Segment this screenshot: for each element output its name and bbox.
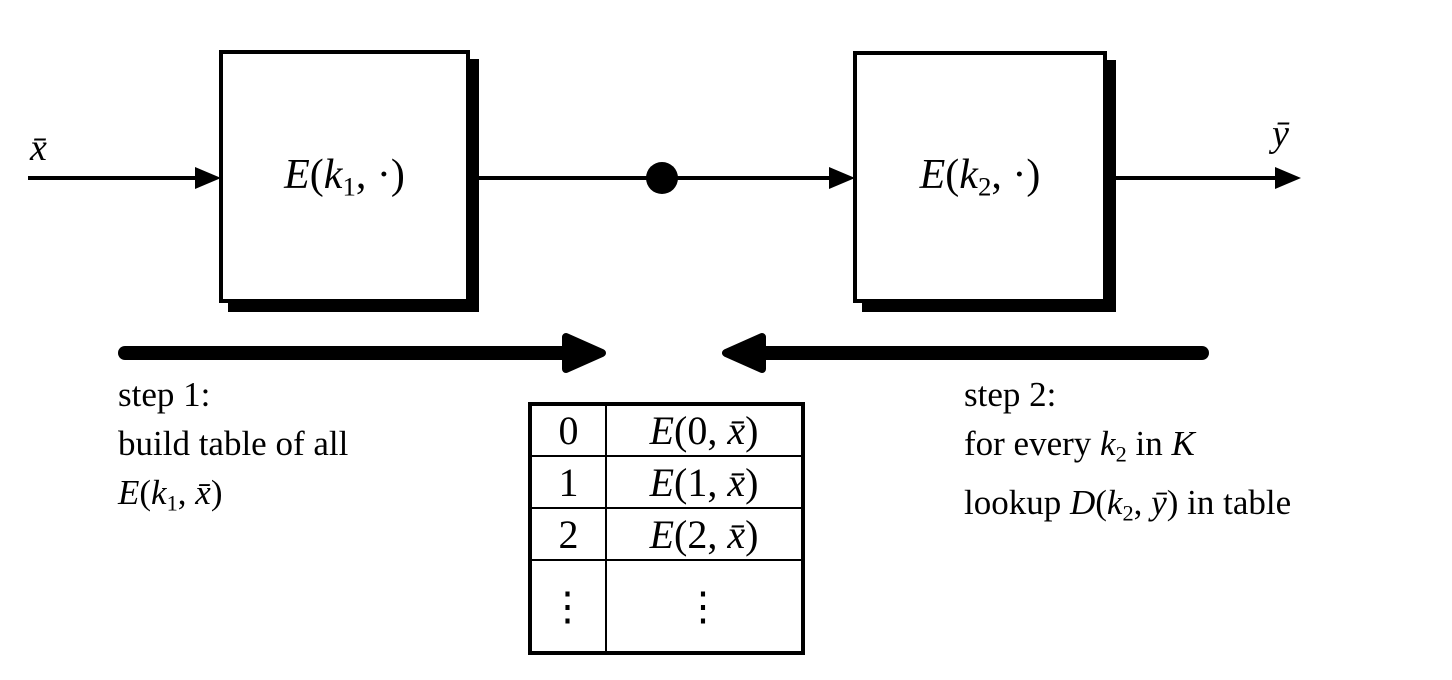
step1-line2: build table of all [118,424,349,463]
step1-description: step 1: build table of all E(k1, x̄) [118,370,348,527]
table-row: 2 E(2, x̄) [529,507,804,561]
output-label: ȳ [1272,113,1289,155]
step2-line3: lookup D(k2, ȳ) in table [964,483,1292,526]
table-key-cell: 2 [529,507,607,561]
output-arrowhead [1275,167,1301,189]
table-key-cell: ⋮ [529,559,607,654]
step2-description: step 2: for every k2 in K lookup D(k2, y… [964,370,1291,538]
table-row: 0 E(0, x̄) [529,403,804,457]
encryption-box-1: E(k1, ·) [219,50,470,303]
junction-dot [646,162,678,194]
step1-title: step 1: [118,375,211,414]
lookup-table: 0 E(0, x̄) 1 E(1, x̄) 2 E(2, x̄) ⋮ ⋮ [528,402,805,655]
table-value-cell: E(2, x̄) [605,507,804,561]
table-value-cell: E(1, x̄) [605,455,804,509]
step2-title: step 2: [964,375,1057,414]
table-row-ellipsis: ⋮ ⋮ [529,559,804,654]
step1-arrowhead [562,333,606,373]
middle-arrowhead [829,167,855,189]
input-label: x̄ [30,127,47,169]
step2-line2: for every k2 in K [964,424,1195,467]
encryption-box-2-label: E(k2, ·) [919,152,1041,202]
table-row: 1 E(1, x̄) [529,455,804,509]
encryption-box-1-label: E(k1, ·) [284,151,405,202]
table-key-cell: 1 [529,455,607,509]
encryption-box-2: E(k2, ·) [853,51,1107,303]
table-key-cell: 0 [529,403,607,457]
table-value-cell: E(0, x̄) [605,403,804,457]
step2-arrowhead [722,333,766,373]
table-value-cell: ⋮ [605,559,804,654]
input-arrowhead [195,167,221,189]
step1-line3: E(k1, x̄) [118,473,223,516]
